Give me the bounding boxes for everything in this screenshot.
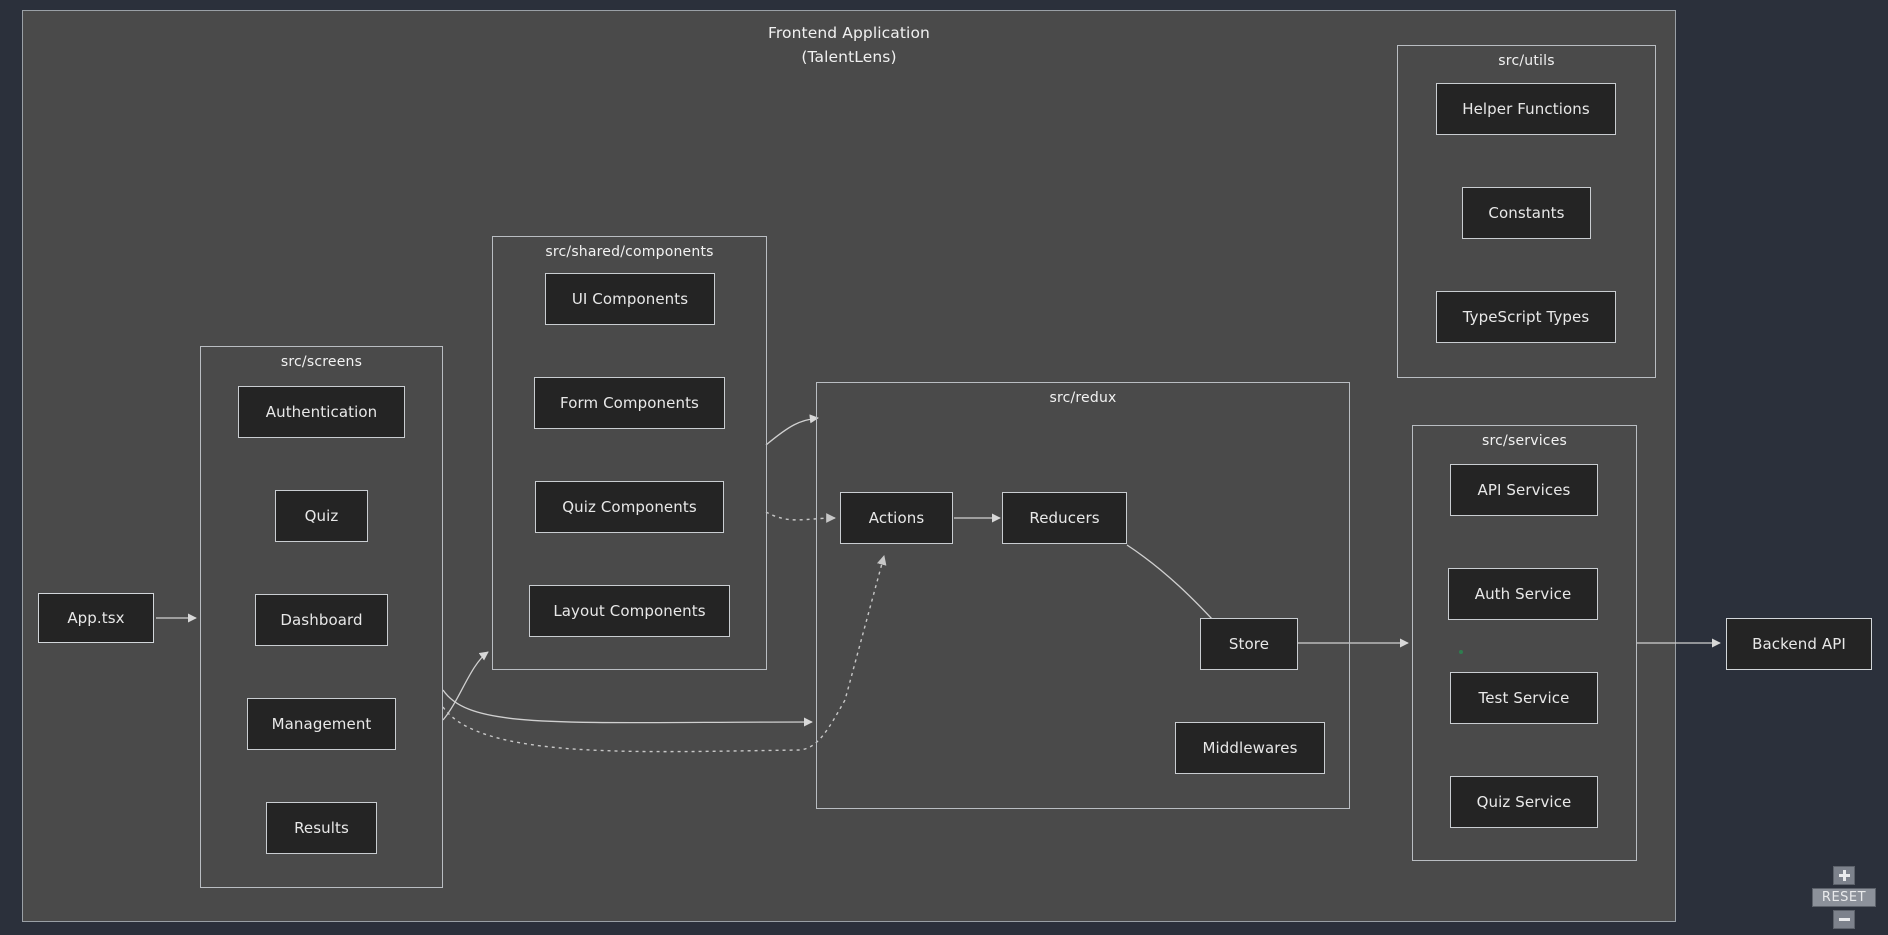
node-label: App.tsx (67, 609, 125, 627)
zoom-in-button[interactable] (1833, 866, 1855, 885)
node-ui-components[interactable]: UI Components (545, 273, 715, 325)
node-management[interactable]: Management (247, 698, 396, 750)
node-quiz-components[interactable]: Quiz Components (535, 481, 724, 533)
node-backend-api[interactable]: Backend API (1726, 618, 1872, 670)
node-layout-components[interactable]: Layout Components (529, 585, 730, 637)
group-label: src/shared/components (545, 244, 714, 260)
node-quiz-service[interactable]: Quiz Service (1450, 776, 1598, 828)
node-label: Layout Components (553, 602, 706, 620)
node-label: Backend API (1752, 635, 1846, 653)
node-label: Quiz Service (1476, 793, 1572, 811)
node-label: Quiz Components (562, 498, 697, 516)
node-app-tsx[interactable]: App.tsx (38, 593, 154, 643)
node-label: Test Service (1478, 689, 1570, 707)
status-dot (1459, 650, 1463, 654)
group-src-redux[interactable]: src/redux (816, 382, 1350, 809)
node-auth-service[interactable]: Auth Service (1448, 568, 1598, 620)
node-authentication[interactable]: Authentication (238, 386, 405, 438)
node-label: Actions (868, 509, 925, 527)
node-test-service[interactable]: Test Service (1450, 672, 1598, 724)
group-src-screens[interactable]: src/screens (200, 346, 443, 888)
node-label: Management (271, 715, 372, 733)
node-dashboard[interactable]: Dashboard (255, 594, 388, 646)
zoom-reset-label: RESET (1821, 890, 1867, 905)
node-label: Helper Functions (1462, 100, 1590, 118)
group-label: src/services (1482, 433, 1567, 449)
node-label: Constants (1488, 204, 1565, 222)
node-label: UI Components (571, 290, 689, 308)
node-label: API Services (1477, 481, 1571, 499)
node-label: Quiz (304, 507, 339, 525)
group-label: src/utils (1498, 53, 1555, 69)
plus-icon (1838, 870, 1850, 881)
node-typescript-types[interactable]: TypeScript Types (1436, 291, 1616, 343)
node-label: Auth Service (1474, 585, 1572, 603)
node-label: Reducers (1029, 509, 1100, 527)
zoom-controls: RESET (1808, 866, 1880, 929)
node-constants[interactable]: Constants (1462, 187, 1591, 239)
node-api-services[interactable]: API Services (1450, 464, 1598, 516)
group-src-utils[interactable]: src/utils (1397, 45, 1656, 378)
node-label: Dashboard (280, 611, 363, 629)
node-middlewares[interactable]: Middlewares (1175, 722, 1325, 774)
group-label: src/redux (1049, 390, 1117, 406)
zoom-out-button[interactable] (1833, 910, 1855, 929)
diagram-canvas: Frontend Application (TalentLens) (22, 10, 1676, 922)
minus-icon (1838, 918, 1850, 921)
node-label: Store (1228, 635, 1270, 653)
node-label: Authentication (265, 403, 378, 421)
group-src-shared-components[interactable]: src/shared/components (492, 236, 767, 670)
node-label: TypeScript Types (1462, 308, 1590, 326)
zoom-reset-button[interactable]: RESET (1812, 888, 1876, 907)
node-label: Middlewares (1202, 739, 1298, 757)
group-label: src/screens (280, 354, 363, 370)
node-store[interactable]: Store (1200, 618, 1298, 670)
group-src-services[interactable]: src/services (1412, 425, 1637, 861)
node-quiz-screen[interactable]: Quiz (275, 490, 368, 542)
node-form-components[interactable]: Form Components (534, 377, 725, 429)
node-results[interactable]: Results (266, 802, 377, 854)
diagram-title: Frontend Application (TalentLens) (768, 24, 930, 66)
node-helper-functions[interactable]: Helper Functions (1436, 83, 1616, 135)
node-label: Results (294, 819, 349, 837)
node-actions[interactable]: Actions (840, 492, 953, 544)
node-reducers[interactable]: Reducers (1002, 492, 1127, 544)
node-label: Form Components (560, 394, 699, 412)
